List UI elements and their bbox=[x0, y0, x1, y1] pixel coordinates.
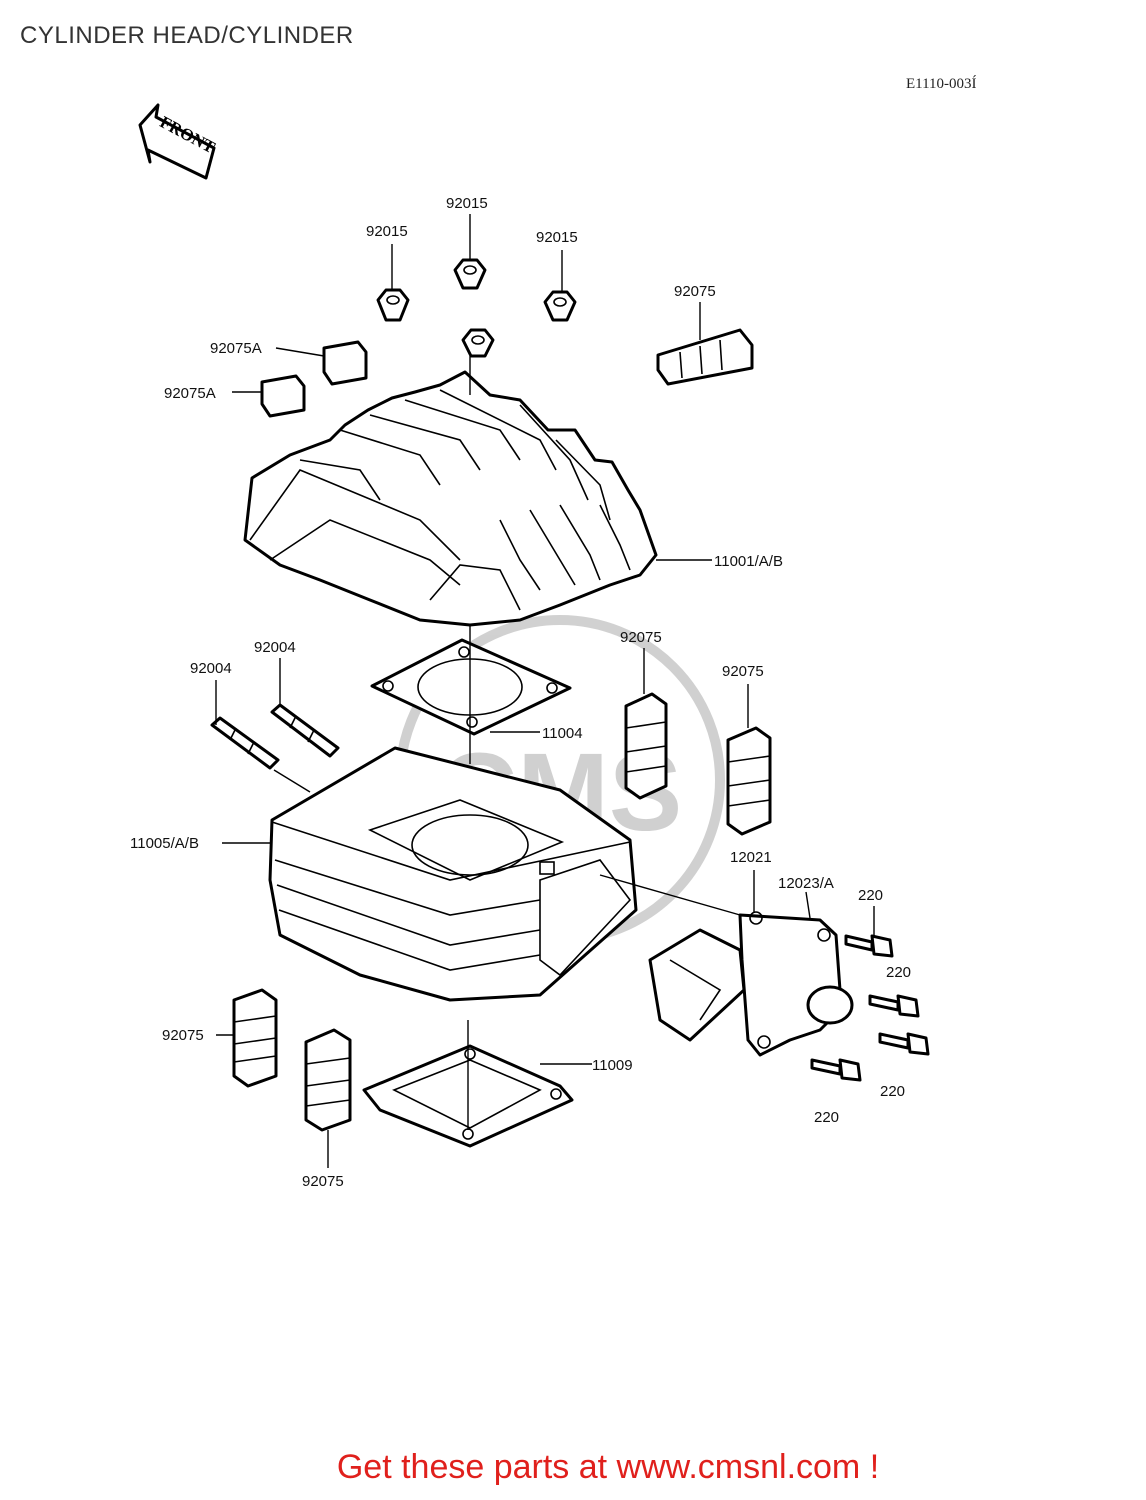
label-base-gasket: 11009 bbox=[592, 1057, 633, 1074]
label-bolt-220-3: 220 bbox=[880, 1083, 905, 1100]
label-damper-92075-bottom-center: 92075 bbox=[302, 1173, 344, 1190]
bolt-icon bbox=[844, 934, 894, 958]
parts-diagram: CMS FRONT bbox=[130, 103, 930, 1190]
nut-icon bbox=[461, 328, 495, 358]
nut-icon bbox=[543, 290, 577, 322]
label-bolt-220-2: 220 bbox=[886, 964, 911, 981]
damper-rubber-icon bbox=[624, 692, 668, 800]
stud-bolt-icon bbox=[210, 716, 280, 770]
leader-lines bbox=[215, 214, 875, 1168]
label-damper-92075a-lower: 92075A bbox=[164, 385, 216, 402]
damper-rubber-icon bbox=[322, 340, 368, 386]
head-gasket-icon bbox=[370, 638, 572, 736]
label-cylinder-head: 11001/A/B bbox=[714, 553, 783, 570]
stud-bolt-icon bbox=[270, 703, 340, 758]
cylinder-icon bbox=[268, 746, 638, 1002]
diagram-code: E1110-003Í bbox=[906, 76, 977, 92]
nut-icon bbox=[453, 258, 487, 290]
bolt-icon bbox=[868, 994, 920, 1018]
damper-rubber-icon bbox=[260, 374, 306, 418]
label-stud-92004-right: 92004 bbox=[254, 639, 296, 656]
label-damper-92075a-upper: 92075A bbox=[210, 340, 262, 357]
footer-banner[interactable]: Get these parts at www.cmsnl.com ! bbox=[0, 1448, 1146, 1487]
front-arrow-icon: FRONT bbox=[138, 103, 219, 180]
damper-rubber-icon bbox=[656, 328, 754, 386]
label-damper-92075-mid-right: 92075 bbox=[722, 663, 764, 680]
label-cylinder: 11005/A/B bbox=[130, 835, 199, 852]
label-bolt-220-4: 220 bbox=[814, 1109, 839, 1126]
label-nut-92015-a: 92015 bbox=[366, 223, 408, 240]
label-intake-manifold: 12023/A bbox=[778, 875, 834, 892]
damper-rubber-icon bbox=[304, 1028, 352, 1132]
label-head-gasket: 11004 bbox=[542, 725, 583, 742]
nut-icon bbox=[376, 288, 410, 322]
label-nut-92015-c: 92015 bbox=[536, 229, 578, 246]
damper-rubber-icon bbox=[726, 726, 772, 836]
footer-banner-text: Get these parts at www.cmsnl.com ! bbox=[336, 1448, 880, 1486]
bolt-icon bbox=[810, 1058, 862, 1082]
label-nut-92015-b: 92015 bbox=[446, 195, 488, 212]
label-stud-92004-left: 92004 bbox=[190, 660, 232, 677]
bolt-icon bbox=[878, 1032, 930, 1056]
label-reed-valve: 12021 bbox=[730, 849, 772, 866]
label-bolt-220-1: 220 bbox=[858, 887, 883, 904]
damper-rubber-icon bbox=[232, 988, 278, 1088]
label-damper-92075-top-right: 92075 bbox=[674, 283, 716, 300]
label-damper-92075-bottom-left: 92075 bbox=[162, 1027, 204, 1044]
intake-manifold-icon bbox=[738, 911, 854, 1057]
reed-valve-icon bbox=[648, 928, 746, 1042]
cylinder-head-icon bbox=[243, 370, 658, 627]
label-damper-92075-mid-left: 92075 bbox=[620, 629, 662, 646]
page-title: CYLINDER HEAD/CYLINDER bbox=[20, 22, 354, 49]
